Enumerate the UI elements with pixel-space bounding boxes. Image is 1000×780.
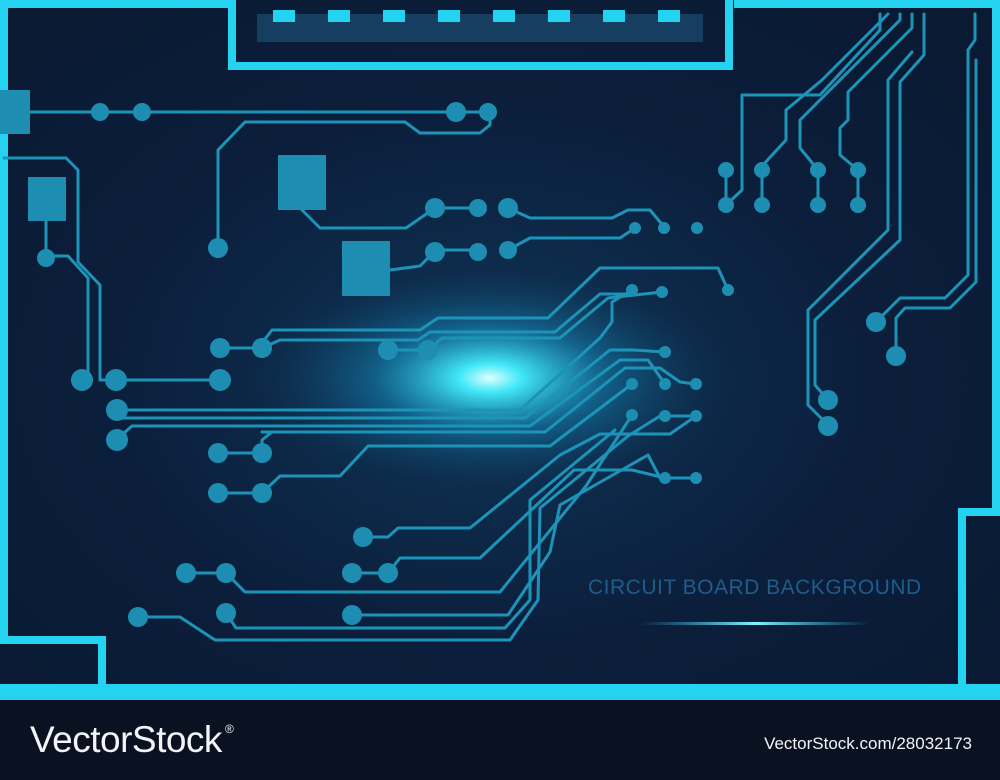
board-title: CIRCUIT BOARD BACKGROUND: [588, 576, 922, 599]
center-glow: [230, 258, 750, 498]
chip-pads: [0, 90, 390, 296]
frame-bottom-fill: [0, 684, 1000, 700]
solder-pads: [37, 102, 906, 627]
title-underline-glow: [640, 622, 870, 625]
watermark-footer: VectorStock® VectorStock.com/28032173: [0, 700, 1000, 780]
vectorstock-logo[interactable]: VectorStock®: [30, 718, 234, 762]
circuit-board-illustration: [0, 0, 1000, 700]
registered-mark: ®: [224, 722, 234, 736]
stock-image-id: VectorStock.com/28032173: [764, 734, 972, 753]
brand-name: VectorStock: [30, 719, 222, 760]
connector-strip: [257, 14, 703, 42]
connector-pins: [273, 10, 680, 22]
